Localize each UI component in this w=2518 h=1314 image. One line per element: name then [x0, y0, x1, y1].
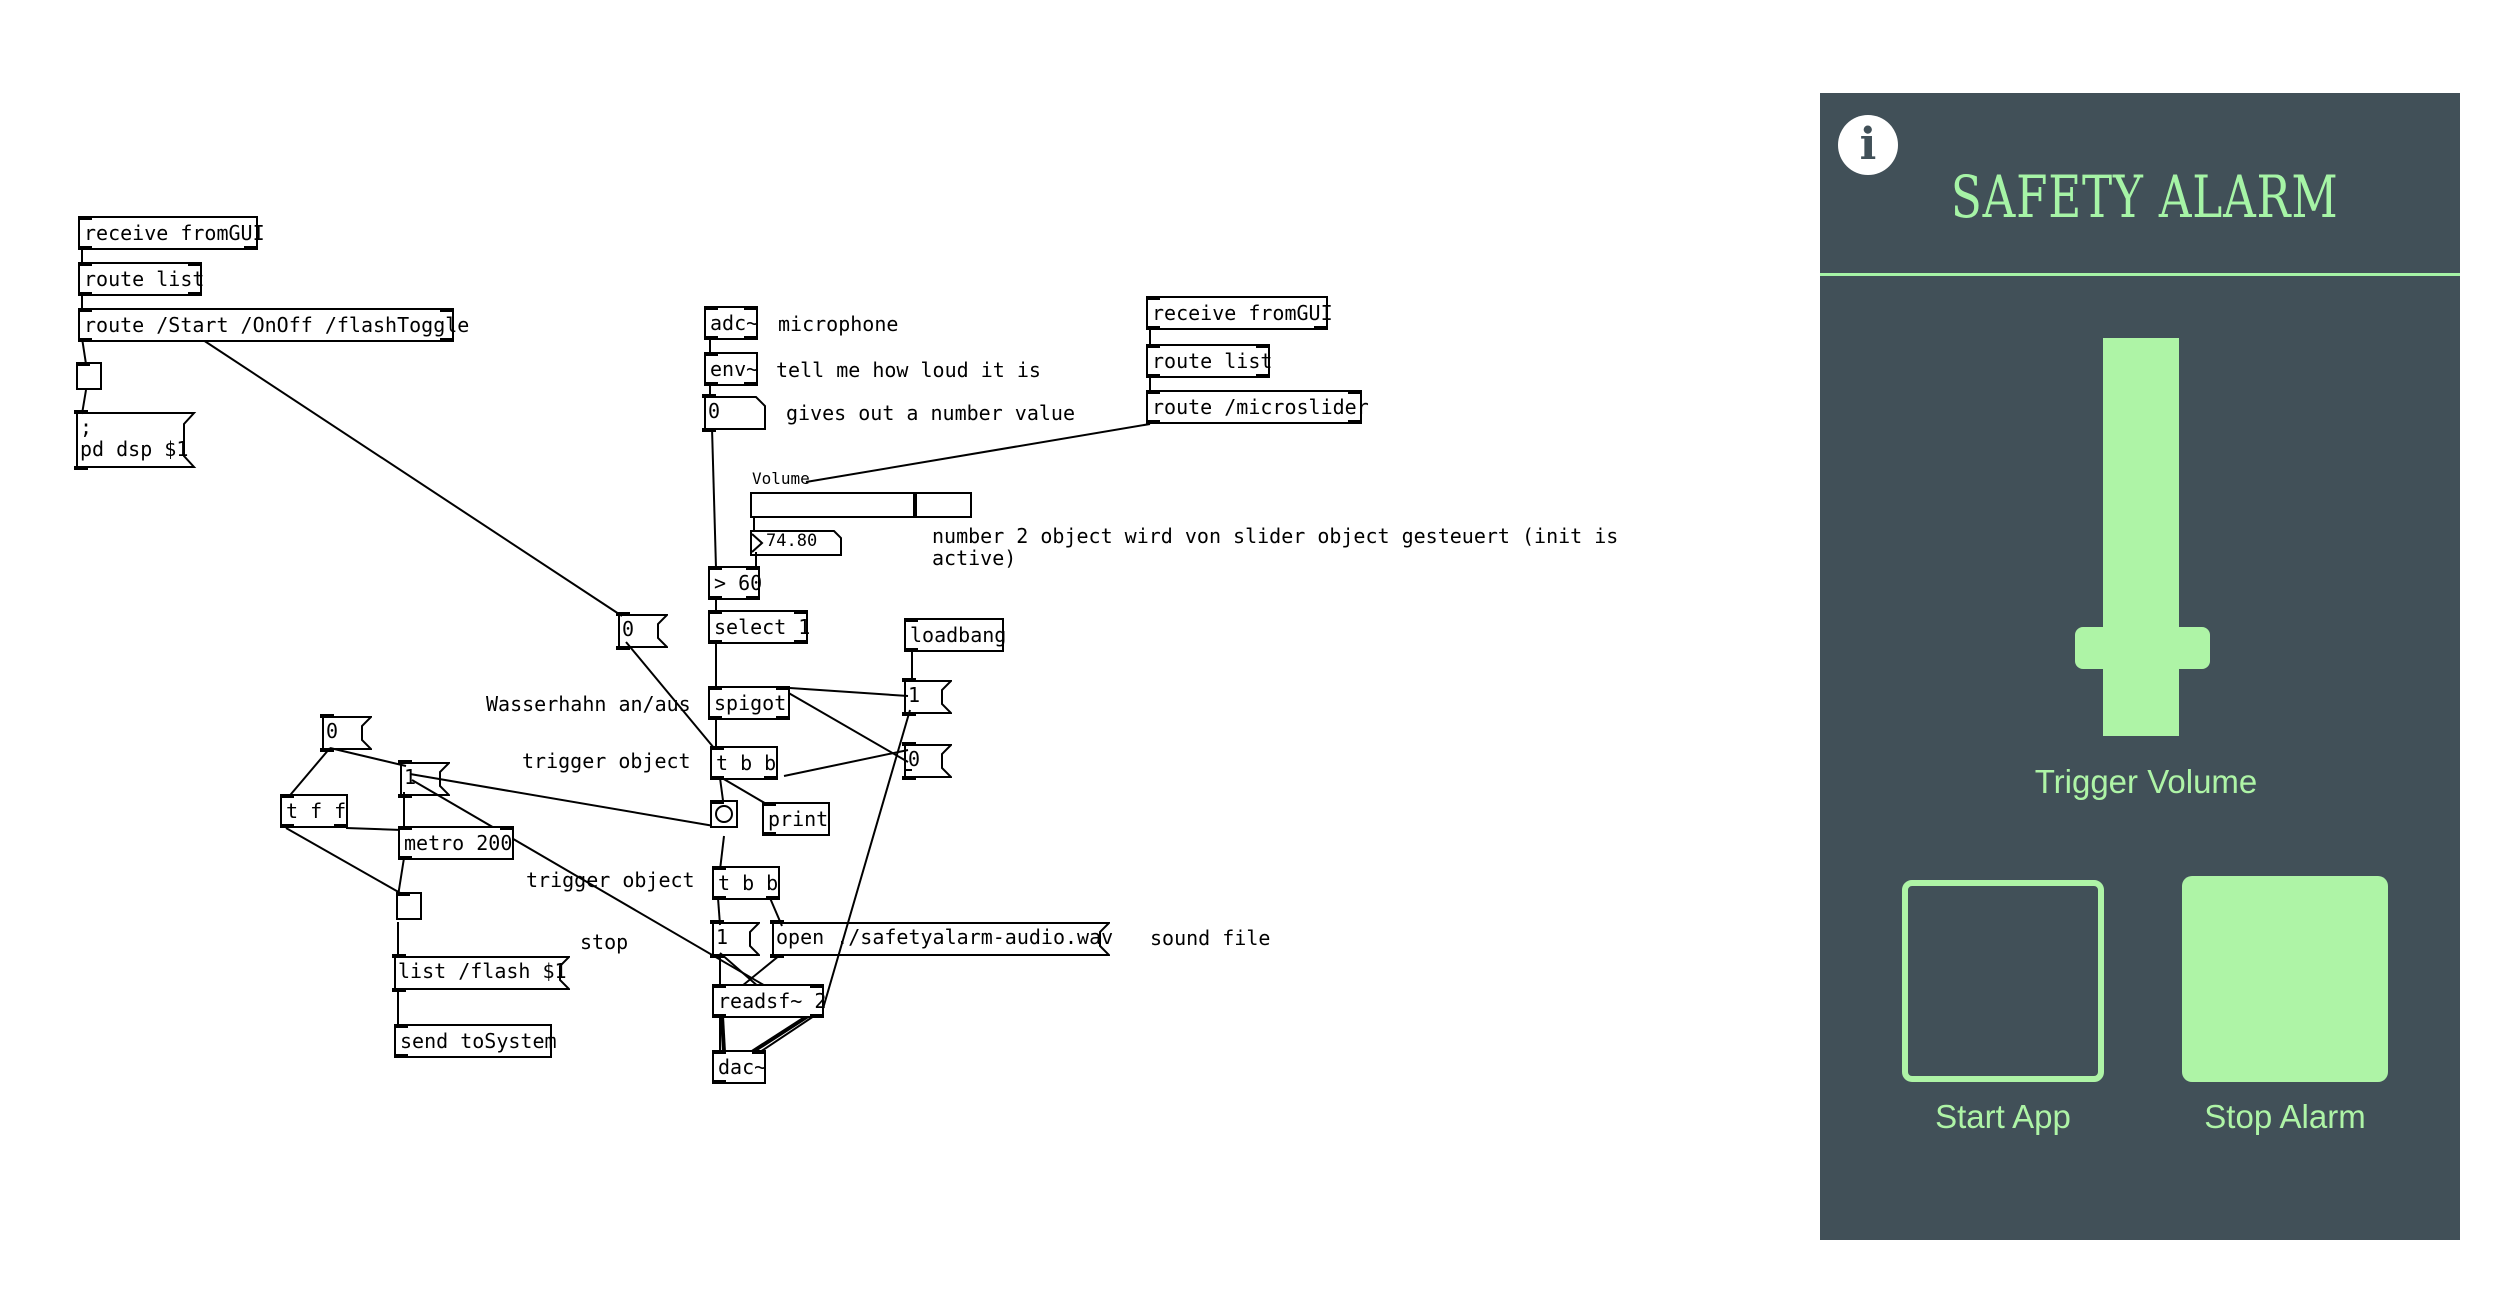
slider-comment-line1: number 2 object wird von slider object g… — [932, 524, 1619, 548]
receive-fromgui-object[interactable]: receive fromGUI — [78, 216, 265, 250]
receive-fromgui-right-object[interactable]: receive fromGUI — [1146, 296, 1333, 330]
loadbang-object[interactable]: loadbang — [904, 618, 1006, 652]
bang-circle — [715, 805, 733, 823]
select-object[interactable]: select 1 — [708, 610, 810, 644]
volume-slider[interactable] — [750, 492, 972, 518]
trigger-bb-object-bottom[interactable]: t b b — [712, 866, 780, 900]
flash-toggle[interactable] — [396, 892, 422, 920]
list-flash-message[interactable]: list /flash $1 — [392, 954, 570, 992]
print-object[interactable]: print — [762, 802, 830, 836]
trigger-comment-2: trigger object — [526, 868, 695, 892]
route-microslider-object[interactable]: route /microslider — [1146, 390, 1369, 424]
info-icon[interactable]: i — [1838, 115, 1898, 175]
route-list-right-object[interactable]: route list — [1146, 344, 1272, 378]
env-number-box[interactable]: 0 — [702, 394, 766, 432]
stop-alarm-button[interactable] — [2182, 876, 2388, 1082]
spigot-control-message[interactable]: 0 — [616, 612, 668, 650]
readsf-object[interactable]: readsf~ 2 — [712, 984, 826, 1018]
zero-message-left[interactable]: 0 — [320, 714, 372, 752]
slider-knob[interactable] — [912, 494, 917, 516]
microphone-comment: microphone — [778, 312, 899, 336]
send-tosystem-object[interactable]: send toSystem — [394, 1024, 557, 1058]
slider-comment-line2: active) — [932, 546, 1017, 570]
patch-connections — [81, 246, 1151, 1054]
pd-patch-canvas[interactable]: receive fromGUI route list route /Start … — [0, 0, 1800, 1314]
route-start-object[interactable]: route /Start /OnOff /flashToggle — [78, 308, 469, 342]
one-message-left[interactable]: 1 — [398, 760, 450, 798]
app-title: SAFETY ALARM — [1950, 163, 2339, 231]
trigger-comment-1: trigger object — [522, 749, 691, 773]
number-box-shape — [704, 396, 766, 430]
trigger-volume-slider-track[interactable] — [2103, 338, 2179, 736]
adc-object[interactable]: adc~ — [704, 306, 758, 340]
dsp-toggle[interactable] — [76, 362, 102, 390]
dac-object[interactable]: dac~ — [712, 1050, 766, 1084]
number-box-shape — [750, 530, 842, 556]
stop-alarm-label: Stop Alarm — [2204, 1098, 2366, 1135]
pd-dsp-message[interactable]: ; pd dsp $1 — [74, 410, 200, 470]
safety-alarm-app-panel: i SAFETY ALARM Trigger Volume Start App … — [1820, 93, 2460, 1240]
start-app-button[interactable] — [1902, 880, 2104, 1082]
trigger-ff-object[interactable]: t f f — [280, 794, 348, 828]
wasserhahn-comment: Wasserhahn an/aus — [486, 692, 691, 716]
route-list-object[interactable]: route list — [78, 262, 204, 296]
zero-message-right[interactable]: 0 — [902, 742, 952, 780]
trigger-volume-label: Trigger Volume — [2034, 763, 2258, 800]
env-object[interactable]: env~ — [704, 352, 758, 386]
bang-button[interactable] — [710, 800, 738, 828]
sound-file-comment: sound file — [1150, 926, 1271, 950]
greater-than-object[interactable]: > 60 — [708, 566, 762, 600]
slider-number-box[interactable]: 74.80 — [750, 530, 842, 556]
slider-label: Volume — [752, 469, 810, 488]
metro-object[interactable]: metro 200 — [398, 826, 514, 860]
start-app-label: Start App — [1935, 1098, 2071, 1135]
title-divider — [1820, 273, 2460, 276]
one-message-bottom[interactable]: 1 — [710, 920, 760, 958]
one-message-right[interactable]: 1 — [902, 678, 952, 716]
trigger-bb-object-top[interactable]: t b b — [710, 746, 778, 780]
spigot-object[interactable]: spigot — [708, 686, 790, 720]
open-soundfile-message[interactable]: open ./safetyalarm-audio.wav — [770, 920, 1113, 958]
number-comment: gives out a number value — [786, 401, 1075, 425]
trigger-volume-slider-thumb[interactable] — [2075, 627, 2210, 670]
env-comment: tell me how loud it is — [776, 358, 1041, 382]
stop-comment: stop — [580, 930, 629, 954]
